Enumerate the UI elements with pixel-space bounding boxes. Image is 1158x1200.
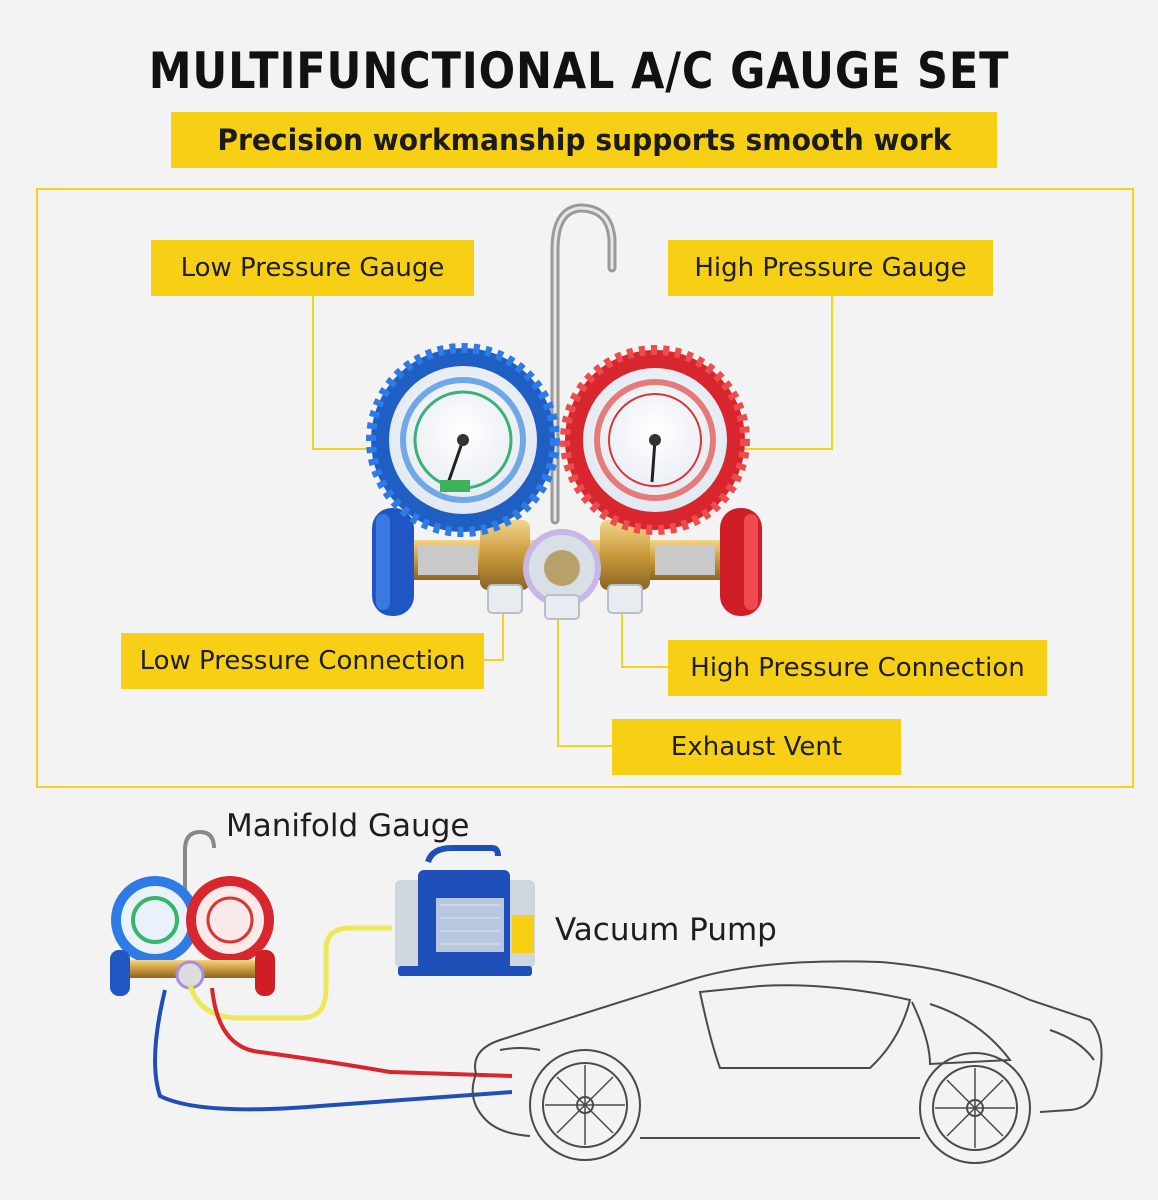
subtitle-text: Precision workmanship supports smooth wo…: [216, 123, 952, 157]
low-gauge-label: Low Pressure Gauge: [180, 253, 445, 283]
low-side-knob: [372, 508, 414, 616]
yellow-hose: [187, 925, 392, 1021]
vacuum-pump-label: Vacuum Pump: [555, 912, 777, 948]
high-gauge-callout: High Pressure Gauge: [668, 240, 993, 296]
page-title: MULTIFUNCTIONAL A/C GAUGE SET: [148, 42, 1010, 100]
blue-hose: [153, 989, 513, 1112]
exhaust-vent-label: Exhaust Vent: [670, 732, 843, 762]
bottom-connections: [487, 584, 643, 620]
low-connection-label: Low Pressure Connection: [139, 646, 466, 676]
low-gauge-callout: Low Pressure Gauge: [151, 240, 474, 296]
exhaust-vent-callout: Exhaust Vent: [612, 719, 901, 775]
low-pressure-gauge: [366, 343, 560, 537]
small-manifold-gauge: [110, 829, 275, 996]
manifold-gauge-label: Manifold Gauge: [226, 808, 470, 844]
high-connection-callout: High Pressure Connection: [668, 640, 1047, 696]
high-pressure-gauge: [560, 345, 750, 535]
car-outline: [471, 960, 1103, 1164]
low-connection-callout: Low Pressure Connection: [121, 633, 484, 689]
subtitle-banner: Precision workmanship supports smooth wo…: [171, 112, 997, 168]
vacuum-pump: [395, 845, 535, 976]
high-side-knob: [720, 508, 762, 616]
detail-frame: [36, 188, 1134, 788]
high-gauge-label: High Pressure Gauge: [694, 253, 967, 283]
callout-leader-lines: [312, 296, 833, 747]
red-hose: [210, 987, 513, 1078]
high-connection-label: High Pressure Connection: [690, 653, 1025, 683]
